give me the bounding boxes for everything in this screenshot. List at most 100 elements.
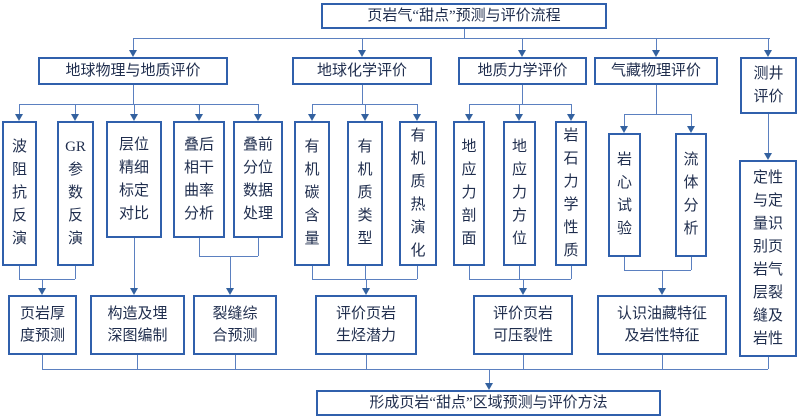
connector-line (469, 279, 571, 280)
connector-line (469, 104, 571, 105)
node-method-toc-content: 有 机 碳 含 量 (294, 121, 330, 266)
connector-line (656, 85, 657, 114)
node-result-shale-thickness: 页岩厚 度预测 (8, 295, 77, 355)
arrow-down-icon (308, 114, 316, 121)
node-method-core-test: 岩 心 试 验 (608, 133, 641, 257)
connector-line (469, 104, 470, 114)
connector-line (19, 266, 20, 279)
connector-line (624, 257, 625, 270)
connector-line (366, 279, 367, 288)
node-branch-geophysics-geology: 地球物理与地质评价 (38, 57, 228, 85)
arrow-down-icon (658, 288, 666, 295)
connector-line (662, 270, 663, 288)
connector-line (134, 238, 135, 288)
arrow-down-icon (652, 50, 660, 57)
connector-line (523, 279, 524, 288)
connector-line (571, 266, 572, 279)
connector-line (19, 104, 258, 105)
arrow-down-icon (362, 288, 370, 295)
connector-line (230, 256, 231, 288)
connector-line (417, 104, 418, 114)
connector-line (134, 104, 135, 114)
connector-line (768, 38, 769, 50)
connector-line (42, 279, 43, 288)
node-method-poststack-coherence-curvature: 叠后 相干 曲率 分析 (173, 121, 225, 238)
connector-line (258, 104, 259, 114)
arrow-down-icon (485, 383, 493, 390)
connector-line (199, 104, 200, 114)
node-method-gr-parameter-inversion: GR 参 数 反 演 (57, 121, 94, 266)
node-method-log-identification: 定性 与定 量识 别页 岩气 层裂 缝及 岩性 (739, 160, 797, 357)
arrow-down-icon (195, 114, 203, 121)
node-method-impedance-inversion: 波 阻 抗 反 演 (2, 121, 37, 266)
connector-line (522, 85, 523, 104)
node-method-horizon-calibration: 层位 精细 标定 对比 (106, 121, 162, 238)
connector-line (464, 29, 465, 38)
connector-line (624, 270, 691, 271)
connector-line (42, 355, 43, 369)
arrow-down-icon (465, 114, 473, 121)
arrow-down-icon (254, 114, 262, 121)
connector-line (656, 38, 657, 50)
connector-line (624, 114, 625, 126)
arrow-down-icon (620, 126, 628, 133)
node-branch-well-logging: 测井 评价 (740, 57, 797, 114)
node-result-reservoir-lithology: 认识油藏特征 及岩性特征 (597, 295, 727, 355)
arrow-down-icon (764, 153, 772, 160)
connector-line (133, 85, 134, 104)
connector-line (137, 355, 138, 369)
connector-line (75, 104, 76, 114)
connector-line (768, 114, 769, 153)
connector-line (133, 38, 770, 39)
connector-line (519, 104, 520, 114)
node-method-stress-azimuth: 地 应 力 方 位 (503, 121, 536, 266)
connector-line (519, 266, 520, 279)
connector-line (662, 355, 663, 369)
arrow-down-icon (71, 114, 79, 121)
node-final-method: 形成页岩“甜点”区域预测与评价方法 (316, 390, 661, 416)
arrow-down-icon (567, 114, 575, 121)
connector-line (365, 266, 366, 279)
node-method-stress-profile: 地 应 力 剖 面 (453, 121, 485, 266)
connector-line (362, 85, 363, 104)
arrow-down-icon (518, 50, 526, 57)
connector-line (133, 38, 134, 50)
arrow-down-icon (515, 114, 523, 121)
connector-line (235, 355, 236, 369)
connector-line (258, 238, 259, 256)
connector-line (75, 266, 76, 279)
arrow-down-icon (361, 114, 369, 121)
connector-line (19, 279, 75, 280)
node-branch-geomechanics: 地质力学评价 (458, 57, 587, 85)
connector-line (312, 104, 313, 114)
connector-line (571, 104, 572, 114)
connector-line (365, 104, 366, 114)
node-result-hydrocarbon-potential: 评价页岩 生烃潜力 (315, 295, 417, 355)
connector-line (19, 104, 20, 114)
arrow-down-icon (226, 288, 234, 295)
connector-line (199, 238, 200, 256)
connector-line (768, 357, 769, 369)
connector-line (199, 256, 258, 257)
node-method-organic-matter-type: 有 机 质 类 型 (347, 121, 383, 266)
connector-line (691, 257, 692, 270)
connector-line (362, 38, 363, 50)
connector-line (522, 38, 523, 50)
connector-line (366, 355, 367, 369)
arrow-down-icon (15, 114, 23, 121)
arrow-down-icon (687, 126, 695, 133)
node-method-thermal-evolution: 有 机 质 热 演 化 (399, 121, 437, 266)
connector-line (417, 266, 418, 279)
connector-line (469, 266, 470, 279)
node-branch-geochemistry: 地球化学评价 (292, 57, 432, 85)
connector-line (42, 369, 768, 370)
connector-line (312, 279, 417, 280)
connector-line (312, 104, 417, 105)
arrow-down-icon (413, 114, 421, 121)
connector-line (312, 266, 313, 279)
node-process-title: 页岩气“甜点”预测与评价流程 (321, 3, 607, 29)
arrow-down-icon (358, 50, 366, 57)
node-method-fluid-analysis: 流 体 分 析 (675, 133, 707, 257)
node-result-fracability: 评价页岩 可压裂性 (473, 295, 573, 355)
node-branch-gas-reservoir-physics: 气藏物理评价 (594, 57, 718, 85)
